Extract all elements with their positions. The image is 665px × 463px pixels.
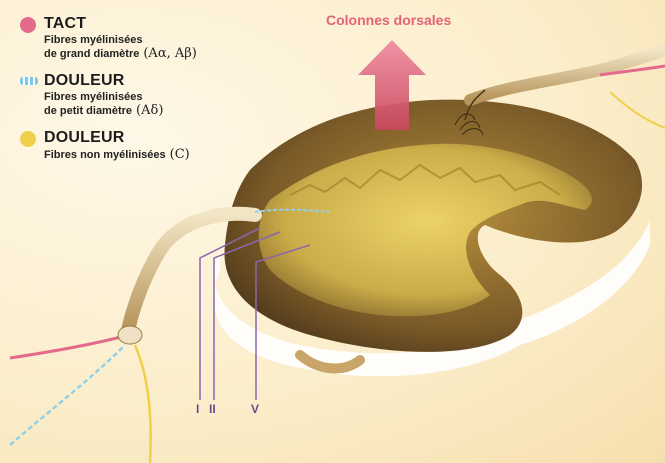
legend-entry-douleur-adelta: DOULEUR Fibres myélinisées de petit diam… [20,71,260,118]
legend-entry-douleur-c: DOULEUR Fibres non myélinisées(C) [20,128,260,162]
right-c-fibre [610,92,665,128]
legend-title: TACT [44,14,260,34]
legend-line2: de grand diamètre(Aα, Aβ) [44,47,260,61]
legend-entry-tact: TACT Fibres myélinisées de grand diamètr… [20,14,260,61]
legend-line2: de petit diamètre(Aδ) [44,104,260,118]
pain-c-fibre [135,345,151,463]
yellow-dot-icon [20,131,36,147]
legend-title: DOULEUR [44,128,260,148]
legend-tag: (Aα, Aβ) [143,46,196,61]
pink-dot-icon [20,17,36,33]
legend-line1: Fibres non myélinisées(C) [44,148,260,162]
dorsal-root-ganglion [118,326,142,344]
legend-title: DOULEUR [44,71,260,91]
tact-fibre [10,336,125,358]
pain-adelta-fibre [10,345,125,445]
legend-tag: (Aδ) [136,103,163,118]
lamina-label-v: V [251,402,259,416]
legend-tag: (C) [170,147,190,162]
lamina-label-ii: II [209,402,216,416]
right-dorsal-root [470,50,665,100]
blue-striped-icon [20,77,38,85]
legend: TACT Fibres myélinisées de grand diamètr… [20,14,260,172]
lamina-label-i: I [196,402,199,416]
dorsal-columns-label: Colonnes dorsales [326,12,451,28]
